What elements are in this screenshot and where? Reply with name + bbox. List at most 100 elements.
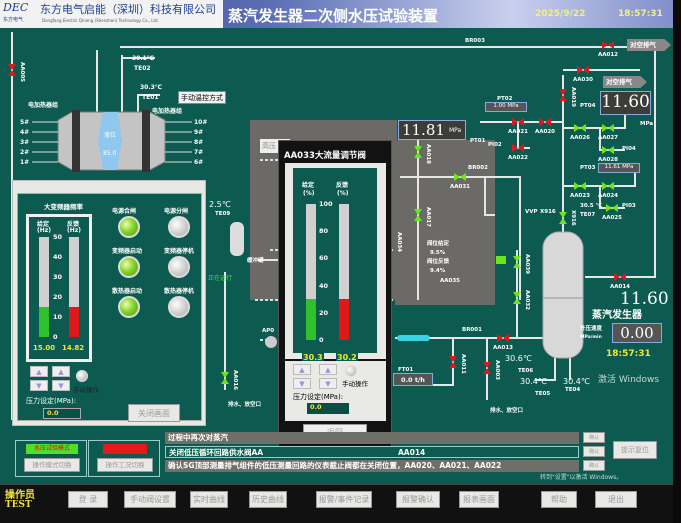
valve-aa020-icon[interactable]	[539, 118, 551, 126]
toolbar-button[interactable]: 报表画面	[459, 491, 499, 508]
aa034-feedback-label: 阀位反馈	[427, 257, 450, 265]
valve-set-fill	[306, 298, 316, 340]
heater-right-num: 7#	[194, 149, 203, 156]
aa035-label: AA035	[440, 278, 460, 284]
vfd-fb-label: 反馈	[67, 221, 80, 228]
status-lamp-button[interactable]	[168, 296, 190, 318]
vfd-fb-unit: (Hz)	[67, 227, 81, 234]
gauge-scale-tick: 40	[319, 281, 329, 290]
valve-aa032-icon[interactable]	[513, 292, 521, 304]
valve-aa021-icon[interactable]	[512, 118, 524, 126]
toolbar-button[interactable]: 帮助	[541, 491, 577, 508]
toolbar-button[interactable]: 登 录	[68, 491, 108, 508]
vfd-manual-label: 手动操作	[73, 386, 99, 394]
valve-aa014-icon[interactable]	[614, 273, 626, 281]
valve-set-label: 给定	[302, 182, 315, 189]
status-lamp-button[interactable]	[118, 296, 140, 318]
valve-manual-indicator[interactable]	[345, 365, 357, 377]
valve-aa022-icon[interactable]	[512, 144, 524, 152]
heater-right-label: 电加热器组	[152, 107, 182, 115]
valve-aa016-icon[interactable]	[221, 372, 229, 384]
heater-left-num: 3#	[20, 139, 29, 146]
header-date: 2025/9/22	[535, 9, 586, 19]
pump-label: AP0	[262, 328, 274, 334]
valve-fb-up-button[interactable]: ▲	[319, 364, 337, 375]
toolbar-button[interactable]: 退出	[595, 491, 637, 508]
valve-pressure-label: 压力设定(MPa):	[293, 393, 344, 401]
vfd-pressure-input[interactable]: 0.0	[43, 408, 81, 419]
prompt-reset-button[interactable]: 提示复位	[613, 441, 657, 459]
valve-aa018-icon[interactable]	[414, 146, 422, 158]
toolbar-button[interactable]: 报警/事件记录	[316, 491, 372, 508]
header-time: 18:57:31	[618, 9, 663, 19]
status-lamp-button[interactable]	[118, 216, 140, 238]
valve-pressure-input[interactable]: 0.0	[307, 403, 349, 414]
br003-label: BR003	[465, 38, 485, 44]
valve-aa017-icon[interactable]	[414, 209, 422, 221]
close-screen-button[interactable]: 关闭画面	[128, 404, 180, 422]
valve-aa025-icon[interactable]	[606, 204, 618, 212]
company-name-en: Dongfang Electric Qineng (Shenzhen) Tech…	[42, 18, 159, 23]
confirm-button-2[interactable]: 确认	[583, 446, 605, 457]
vfd-set-bar	[39, 237, 49, 337]
valve-aa005-icon[interactable]	[8, 64, 16, 76]
valve-aa011-icon[interactable]	[449, 356, 457, 368]
mode-badge: 水压试验模式	[26, 444, 78, 454]
heater-left-num: 2#	[20, 149, 29, 156]
te06-value: 30.6℃	[505, 354, 532, 363]
valve-aa012-icon[interactable]	[602, 41, 614, 49]
toolbar-button[interactable]: 历史曲线	[249, 491, 287, 508]
condition-switch-button[interactable]: 操作工况切换	[97, 458, 153, 472]
status-lamp-button[interactable]	[118, 256, 140, 278]
valve-set-up-button[interactable]: ▲	[293, 364, 311, 375]
valve-aa019-icon[interactable]	[559, 89, 567, 101]
valve-x916-icon[interactable]	[559, 212, 567, 224]
lamp-label: 散热器启动	[112, 288, 143, 295]
gauge-scale-tick: 100	[319, 200, 333, 208]
valve-tag: AA012	[598, 52, 618, 58]
pt02-tag: PT02	[497, 96, 513, 102]
valve-tag: AA020	[535, 129, 555, 135]
vent-tag-right: 对空排气	[603, 76, 647, 88]
fb-down-button[interactable]: ▼	[52, 380, 70, 391]
vvp-label: VVP	[525, 209, 538, 215]
valve-aa023-icon[interactable]	[574, 182, 586, 190]
valve-aa039-icon[interactable]	[513, 256, 521, 268]
heater-left-num: 4#	[20, 129, 29, 136]
pi02-tag: PI02	[488, 142, 502, 148]
valve-set-unit: (%)	[303, 190, 315, 197]
valve-aa027-icon[interactable]	[602, 124, 614, 132]
valve-aa031-icon[interactable]	[454, 173, 466, 181]
valve-aa028-icon[interactable]	[602, 146, 614, 154]
set-up-button[interactable]: ▲	[30, 366, 48, 377]
manual-op-indicator[interactable]	[76, 370, 88, 382]
vfd-set-unit: (Hz)	[37, 227, 51, 234]
valve-aa030-icon[interactable]	[577, 66, 589, 74]
status-lamp-button[interactable]	[168, 256, 190, 278]
gauge-scale-tick: 20	[319, 308, 329, 317]
message-text: 确认SG顶部测量排气组件的低压测量回路的仪表截止阀都在关闭位置，AA020、AA…	[168, 461, 502, 470]
aa034-feedback: 9.4%	[430, 268, 446, 274]
toolbar-button[interactable]: 手动阀设置	[124, 491, 176, 508]
mode-switch-button[interactable]: 操作模式切换	[24, 458, 80, 472]
toolbar-button[interactable]: 报警确认	[396, 491, 440, 508]
valve-aa003-icon[interactable]	[483, 362, 491, 374]
confirm-button-1[interactable]: 确认	[583, 432, 605, 443]
valve-tag: AA031	[450, 184, 470, 190]
confirm-button-3[interactable]: 确认	[583, 460, 605, 471]
status-lamp-button[interactable]	[168, 216, 190, 238]
pt01-display: 11.81 MPa	[398, 120, 466, 140]
pi04-tag: PI04	[622, 146, 636, 152]
toolbar-button[interactable]: 实时曲线	[190, 491, 228, 508]
valve-aa024-icon[interactable]	[602, 182, 614, 190]
valve-set-down-button[interactable]: ▼	[293, 378, 311, 389]
fb-up-button[interactable]: ▲	[52, 366, 70, 377]
valve-aa026-icon[interactable]	[574, 124, 586, 132]
set-down-button[interactable]: ▼	[30, 380, 48, 391]
manual-temp-mode-button[interactable]: 手动温控方式	[178, 91, 226, 104]
valve-fb-down-button[interactable]: ▼	[319, 378, 337, 389]
pi03-tag: PI03	[622, 203, 636, 209]
valve-aa013-icon[interactable]	[497, 334, 509, 342]
pt01-unit: MPa	[449, 127, 462, 134]
